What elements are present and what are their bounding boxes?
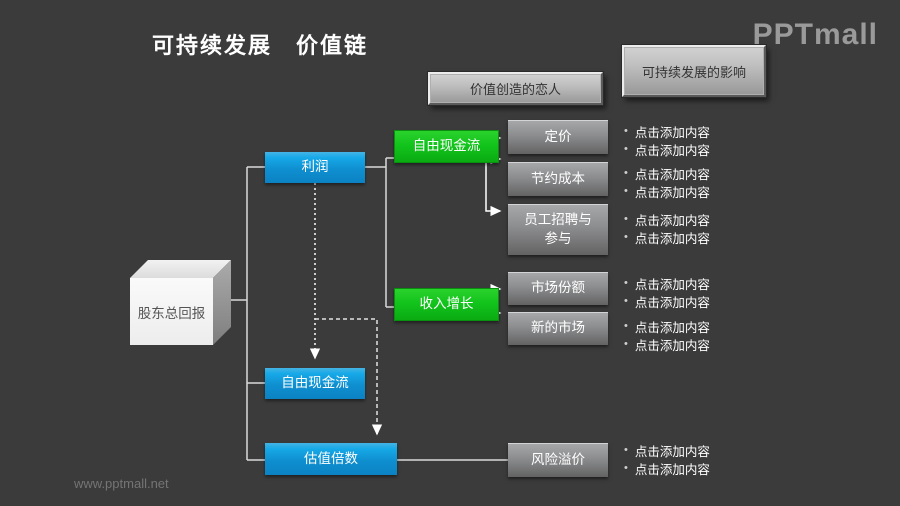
node-risk-premium: 风险溢价: [508, 443, 608, 477]
bullet-dot-icon: •: [624, 462, 628, 474]
bullet-dot-icon: •: [624, 338, 628, 350]
header-sustain-impact: 可持续发展的影响: [621, 44, 767, 98]
node-risk-premium-label: 风险溢价: [531, 451, 585, 467]
node-valuation-multiple-label: 估值倍数: [304, 450, 358, 466]
bullet-dot-icon: •: [624, 213, 628, 225]
bullet-group-new-market: • 点击添加内容 • 点击添加内容: [624, 317, 749, 353]
bullet-item[interactable]: • 点击添加内容: [624, 182, 749, 200]
bullet-text: 点击添加内容: [634, 277, 710, 292]
bullet-group-market-share: • 点击添加内容 • 点击添加内容: [624, 274, 749, 310]
cube-top-face: [130, 260, 231, 278]
bullet-item[interactable]: • 点击添加内容: [624, 441, 749, 459]
bullet-item[interactable]: • 点击添加内容: [624, 292, 749, 310]
bullet-text: 点击添加内容: [634, 295, 710, 310]
bullet-item[interactable]: • 点击添加内容: [624, 122, 749, 140]
bullet-item[interactable]: • 点击添加内容: [624, 335, 749, 353]
node-recruitment-label-line2: 参与: [544, 230, 572, 246]
node-revenue-growth: 收入增长: [394, 288, 499, 321]
bullet-item[interactable]: • 点击添加内容: [624, 459, 749, 477]
bullet-item[interactable]: • 点击添加内容: [624, 164, 749, 182]
node-free-cash-flow-bottom-label: 自由现金流: [281, 375, 349, 391]
bullet-text: 点击添加内容: [634, 462, 710, 477]
cube-right-face: [213, 260, 231, 345]
bullet-group-risk-premium: • 点击添加内容 • 点击添加内容: [624, 441, 749, 477]
node-valuation-multiple: 估值倍数: [265, 443, 397, 475]
node-pricing: 定价: [508, 120, 608, 154]
bullet-dot-icon: •: [624, 320, 628, 332]
bullet-text: 点击添加内容: [634, 143, 710, 158]
bullet-dot-icon: •: [624, 295, 628, 307]
header-sustain-impact-label: 可持续发展的影响: [641, 64, 746, 80]
bullet-group-pricing: • 点击添加内容 • 点击添加内容: [624, 122, 749, 158]
node-revenue-growth-label: 收入增长: [419, 296, 474, 312]
bullet-item[interactable]: • 点击添加内容: [624, 317, 749, 335]
node-free-cash-flow-top: 自由现金流: [394, 130, 499, 163]
bullet-group-cost-saving: • 点击添加内容 • 点击添加内容: [624, 164, 749, 200]
node-shareholder-return: 股东总回报: [130, 260, 231, 345]
bullet-dot-icon: •: [624, 231, 628, 243]
bullet-dot-icon: •: [624, 277, 628, 289]
website-url: www.pptmall.net: [74, 476, 169, 491]
bullet-item[interactable]: • 点击添加内容: [624, 274, 749, 292]
node-market-share-label: 市场份额: [531, 280, 585, 296]
header-value-levers-label: 价值创造的恋人: [469, 82, 561, 97]
bullet-item[interactable]: • 点击添加内容: [624, 210, 749, 228]
node-profit-label: 利润: [301, 159, 329, 175]
slide-title: 可持续发展 价值链: [152, 33, 369, 58]
node-cost-saving: 节约成本: [508, 162, 608, 196]
bullet-dot-icon: •: [624, 185, 628, 197]
bullet-text: 点击添加内容: [634, 167, 710, 182]
header-value-levers: 价值创造的恋人: [427, 71, 604, 106]
bullet-text: 点击添加内容: [634, 320, 710, 335]
node-free-cash-flow-top-label: 自由现金流: [412, 138, 481, 154]
bullet-item[interactable]: • 点击添加内容: [624, 140, 749, 158]
node-profit: 利润: [265, 152, 365, 183]
bullet-text: 点击添加内容: [634, 213, 710, 228]
bullet-dot-icon: •: [624, 143, 628, 155]
node-new-market-label: 新的市场: [531, 320, 585, 336]
cube-front-face: 股东总回报: [130, 278, 213, 345]
bullet-text: 点击添加内容: [634, 338, 710, 353]
bullet-dot-icon: •: [624, 167, 628, 179]
node-pricing-label: 定价: [544, 128, 572, 144]
bullet-group-recruitment: • 点击添加内容 • 点击添加内容: [624, 210, 749, 246]
bullet-text: 点击添加内容: [634, 185, 710, 200]
node-free-cash-flow-bottom: 自由现金流: [265, 368, 365, 399]
bullet-text: 点击添加内容: [634, 231, 710, 246]
bullet-item[interactable]: • 点击添加内容: [624, 228, 749, 246]
node-cost-saving-label: 节约成本: [531, 170, 585, 186]
bullet-dot-icon: •: [624, 444, 628, 456]
node-market-share: 市场份额: [508, 272, 608, 305]
bullet-dot-icon: •: [624, 125, 628, 137]
node-recruitment-label-line1: 员工招聘与: [524, 211, 592, 227]
node-new-market: 新的市场: [508, 312, 608, 345]
pptmall-logo: PPTmall: [752, 18, 878, 51]
node-recruitment: 员工招聘与 参与: [508, 204, 608, 255]
node-shareholder-return-label: 股东总回报: [137, 305, 206, 321]
bullet-text: 点击添加内容: [634, 444, 710, 459]
bullet-text: 点击添加内容: [634, 125, 710, 140]
